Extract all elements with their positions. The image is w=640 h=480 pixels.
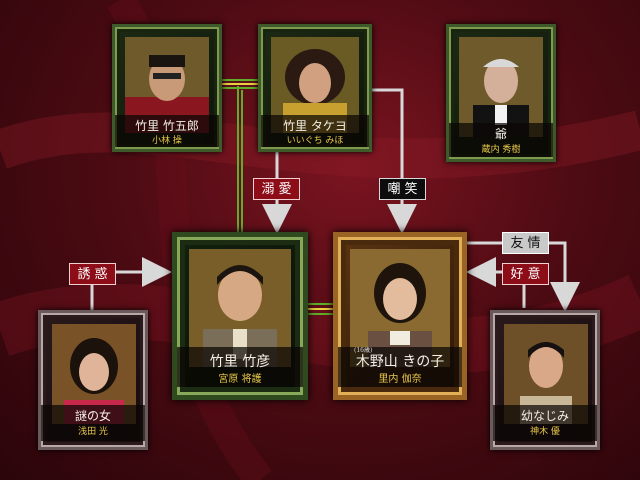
card-takesato-gorou[interactable]: 竹里 竹五郎 小林 操 [112, 24, 222, 152]
name-kinoko-ruby: (16歳) [354, 347, 373, 354]
name-gorou: 竹里 竹五郎 [135, 119, 199, 133]
card-takesato-takeyo[interactable]: 竹里 タケヨ いいぐち みほ [258, 24, 372, 152]
portrait-jii [459, 37, 543, 137]
name-osananajimi: 幼なじみ [520, 409, 569, 423]
name-takeyo: 竹里 タケヨ [283, 119, 347, 133]
yuujou-arrow [466, 241, 580, 312]
card-kinoyama-kinoko[interactable]: (16歳) 木野山 きの子 里内 伽奈 [333, 232, 467, 400]
actor-takehiko: 宮原 将護 [218, 374, 262, 385]
name-kinoko-text: 木野山 きの子 [355, 354, 445, 370]
actor-gorou: 小林 操 [152, 136, 182, 146]
label-yuuwaku: 誘惑 [69, 263, 116, 285]
card-nazo-no-onna[interactable]: 謎の女 浅田 光 [38, 310, 148, 450]
label-dekiai: 溺愛 [253, 178, 300, 200]
engagement-link [307, 303, 335, 315]
label-koui: 好意 [502, 263, 549, 285]
actor-jii: 蔵内 秀樹 [481, 145, 521, 155]
card-takesato-takehiko[interactable]: 竹里 竹彦 宮原 将護 [172, 232, 308, 400]
actor-osananajimi: 神木 優 [530, 427, 560, 437]
card-osananajimi[interactable]: 幼なじみ 神木 優 [490, 310, 600, 450]
marriage-link [222, 79, 258, 232]
label-chousho: 嘲笑 [379, 178, 426, 200]
actor-kinoko: 里内 伽奈 [378, 374, 422, 385]
name-nazo: 謎の女 [74, 409, 111, 423]
actor-takeyo: いいぐち みほ [286, 136, 344, 146]
actor-nazo: 浅田 光 [78, 427, 108, 437]
name-jii: 爺 [494, 127, 507, 141]
chousho-arrow [372, 88, 417, 234]
label-yuujou: 友情 [502, 232, 549, 254]
card-jii[interactable]: 爺 蔵内 秀樹 [446, 24, 556, 162]
name-takehiko: 竹里 竹彦 [209, 354, 271, 370]
name-kinoko: (16歳) 木野山 きの子 [338, 347, 462, 371]
